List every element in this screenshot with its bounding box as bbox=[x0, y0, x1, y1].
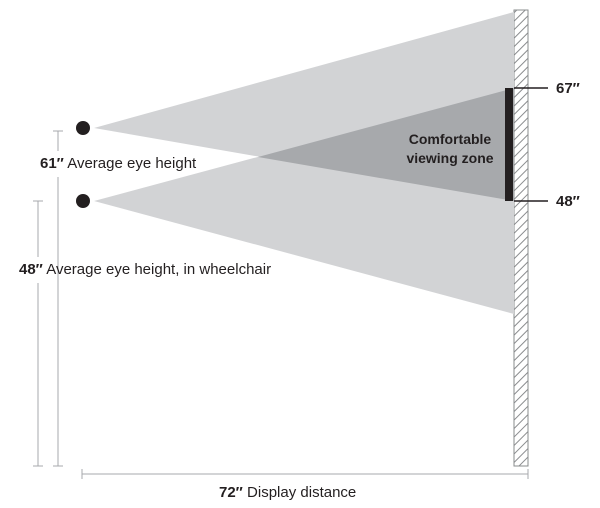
comfortable-zone-overlap bbox=[258, 88, 514, 201]
wheelchair-height-guide bbox=[33, 200, 43, 467]
standing-eye-height-label: 61″ Average eye height bbox=[40, 155, 196, 173]
marker-48-value: 48″ bbox=[556, 193, 580, 210]
zone-label-line-1: Comfortable bbox=[408, 131, 492, 147]
standing-eye-dot bbox=[76, 121, 90, 135]
wheelchair-eye-height-label: 48″ Average eye height, in wheelchair bbox=[19, 261, 271, 279]
zone-label-line-2: viewing zone bbox=[406, 150, 494, 166]
display-distance-text: Display distance bbox=[247, 484, 357, 501]
standing-height-guide bbox=[53, 130, 63, 467]
display-distance-value: 72″ bbox=[219, 484, 243, 501]
standing-eye-height-value: 61″ bbox=[40, 155, 64, 172]
wheelchair-eye-height-value: 48″ bbox=[19, 261, 43, 278]
wheelchair-eye-dot bbox=[76, 194, 90, 208]
comfortable-zone-label: Comfortable viewing zone bbox=[380, 130, 520, 168]
marker-67-label: 67″ bbox=[556, 80, 580, 98]
display-bar bbox=[505, 88, 513, 201]
marker-67-value: 67″ bbox=[556, 80, 580, 97]
display-distance-label: 72″ Display distance bbox=[219, 484, 356, 502]
marker-48-label: 48″ bbox=[556, 193, 580, 211]
distance-guide bbox=[81, 469, 529, 479]
standing-eye-height-text: Average eye height bbox=[67, 155, 197, 172]
wall bbox=[513, 9, 529, 467]
wheelchair-eye-height-text: Average eye height, in wheelchair bbox=[46, 261, 272, 278]
